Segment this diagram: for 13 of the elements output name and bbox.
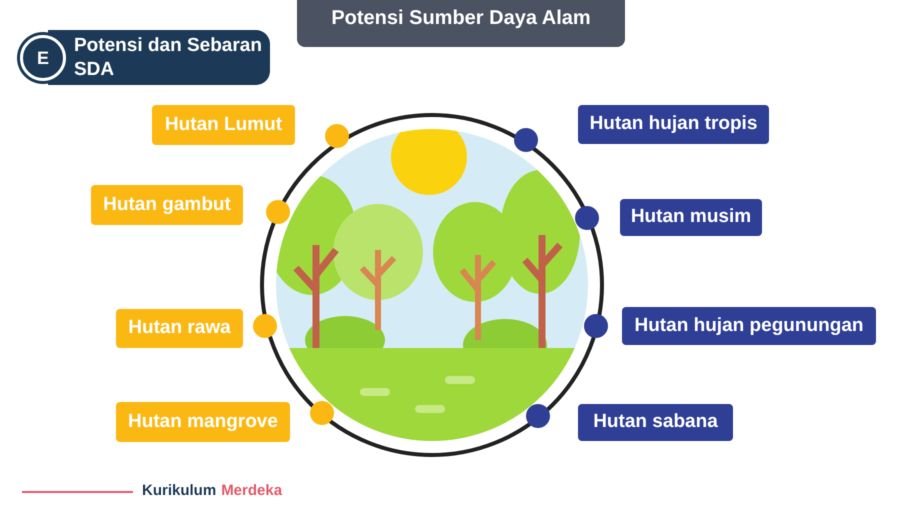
- label-box: Hutan musim: [620, 199, 762, 236]
- footer-text: Kurikulum: [142, 481, 216, 501]
- footer-text: Merdeka: [221, 481, 282, 501]
- section-badge: E: [20, 35, 66, 81]
- label-box: Hutan hujan tropis: [578, 105, 769, 144]
- title-banner: Potensi Sumber Daya Alam: [297, 0, 625, 47]
- label-box: Hutan mangrove: [116, 402, 290, 442]
- label-box: Hutan sabana: [578, 404, 733, 441]
- section-banner: Potensi dan Sebaran SDA: [48, 30, 270, 85]
- label-box: Hutan hujan pegunungan: [622, 307, 876, 345]
- label-box: Hutan rawa: [116, 309, 243, 348]
- label-box: Hutan gambut: [91, 185, 243, 225]
- label-box: Hutan Lumut: [152, 105, 295, 145]
